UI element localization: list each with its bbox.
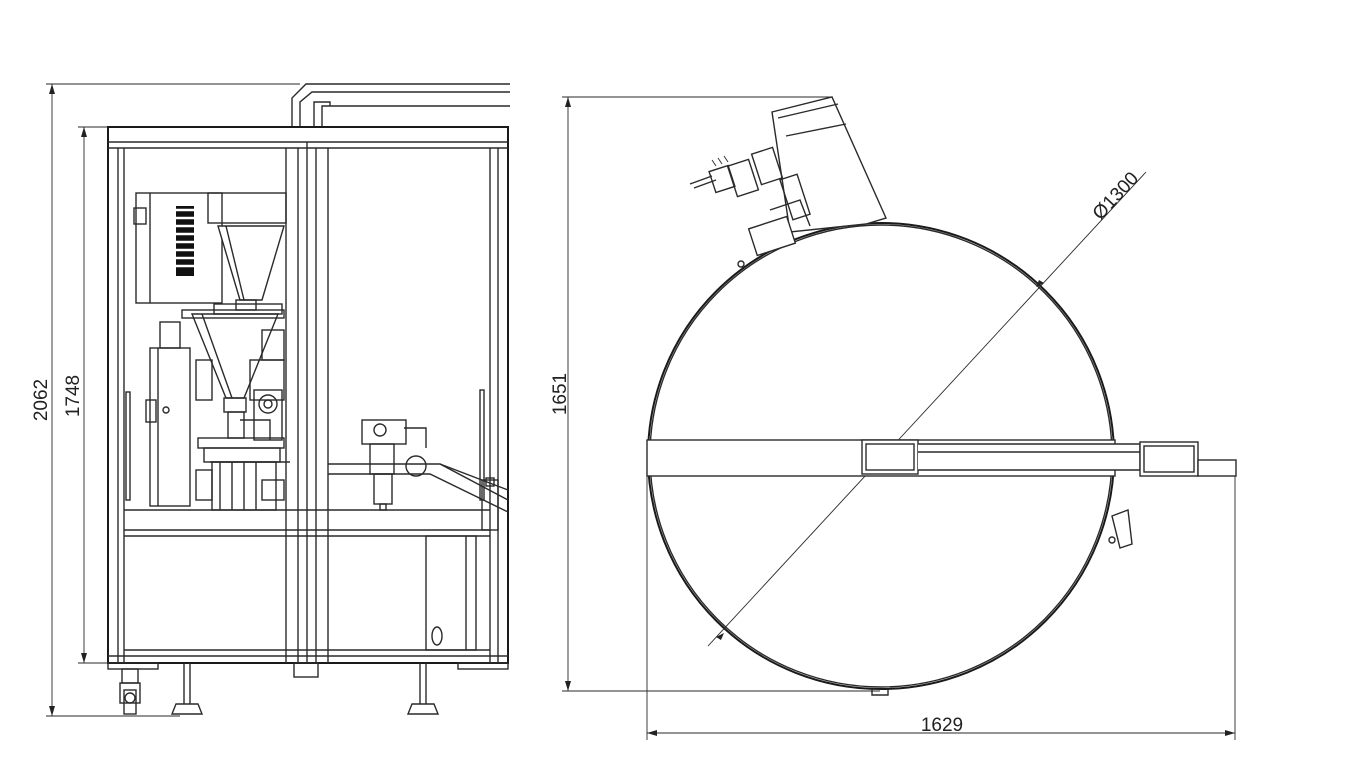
dosing-mechanism bbox=[145, 321, 290, 511]
top-duct bbox=[291, 83, 510, 127]
dimension-label-1748: 1748 bbox=[63, 375, 84, 417]
plan-view: 1651 1629 Ø1300 bbox=[550, 96, 1237, 740]
cross-bar bbox=[646, 439, 1237, 549]
machine-feet bbox=[107, 662, 509, 715]
dimension-plan-depth: 1651 bbox=[550, 96, 880, 692]
plan-control-box bbox=[689, 96, 887, 257]
dimension-overall-height: 2062 bbox=[31, 83, 300, 717]
control-box bbox=[133, 192, 287, 304]
dimension-label-diameter: Ø1300 bbox=[1089, 168, 1143, 224]
sealing-unit bbox=[328, 419, 509, 531]
dimension-plan-width: 1629 bbox=[646, 470, 1236, 740]
dimension-cabinet-height: 1748 bbox=[63, 126, 108, 664]
dimension-label-2062: 2062 bbox=[31, 379, 52, 421]
front-elevation-view: 2062 1748 bbox=[31, 83, 510, 717]
dimension-label-1629: 1629 bbox=[921, 715, 963, 736]
hopper-assembly bbox=[181, 225, 285, 413]
cabinet-frame bbox=[107, 126, 509, 664]
dimension-label-1651: 1651 bbox=[550, 373, 571, 415]
